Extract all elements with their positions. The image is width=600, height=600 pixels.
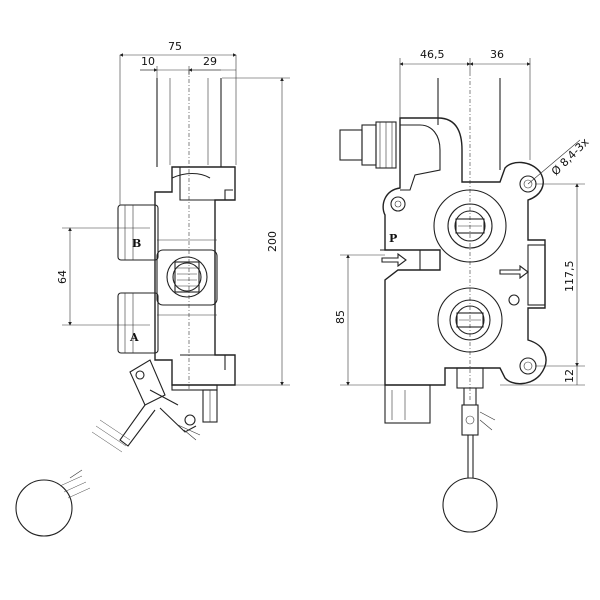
dim-height-port: 85 xyxy=(334,254,385,386)
dim-hole-text: Ø 8,4-3x xyxy=(549,135,592,178)
side-lever-mechanism xyxy=(91,359,218,453)
dim-12-text: 12 xyxy=(563,369,576,383)
dim-10-text: 10 xyxy=(141,55,155,68)
dim-117-5-text: 117,5 xyxy=(563,261,576,293)
front-valve-body: P xyxy=(380,117,547,386)
dim-offsets: 10 29 xyxy=(140,55,236,78)
side-valve-body xyxy=(117,166,236,386)
front-lever xyxy=(442,367,498,533)
front-view: P xyxy=(334,48,592,533)
port-label-a: A xyxy=(129,331,139,344)
dim-mounting-hole: Ø 8,4-3x xyxy=(527,135,592,185)
dim-36-text: 36 xyxy=(490,48,504,61)
front-fitting xyxy=(339,121,397,169)
front-bottom-stub xyxy=(384,384,431,424)
dim-height-total: 200 xyxy=(222,77,290,386)
dim-46-5-text: 46,5 xyxy=(420,48,445,61)
side-handle-knob xyxy=(15,469,91,537)
dim-port-spacing: 64 xyxy=(56,227,150,326)
dim-overall-width: 75 xyxy=(119,40,237,205)
side-spool-tube xyxy=(156,70,222,390)
front-spool-tube xyxy=(437,72,501,400)
dim-29-text: 29 xyxy=(203,55,217,68)
dim-64-text: 64 xyxy=(56,270,69,284)
side-view: B A 75 10 29 200 xyxy=(15,40,290,537)
dim-75-text: 75 xyxy=(168,40,182,53)
port-label-p: P xyxy=(389,232,397,245)
dim-85-text: 85 xyxy=(334,310,347,324)
port-label-b: B xyxy=(132,237,141,250)
dim-front-widths: 46,5 36 xyxy=(399,48,531,160)
dim-height-base: 12 xyxy=(500,366,585,386)
dim-height-mount: 117,5 xyxy=(535,183,585,367)
dim-200-text: 200 xyxy=(266,231,279,252)
